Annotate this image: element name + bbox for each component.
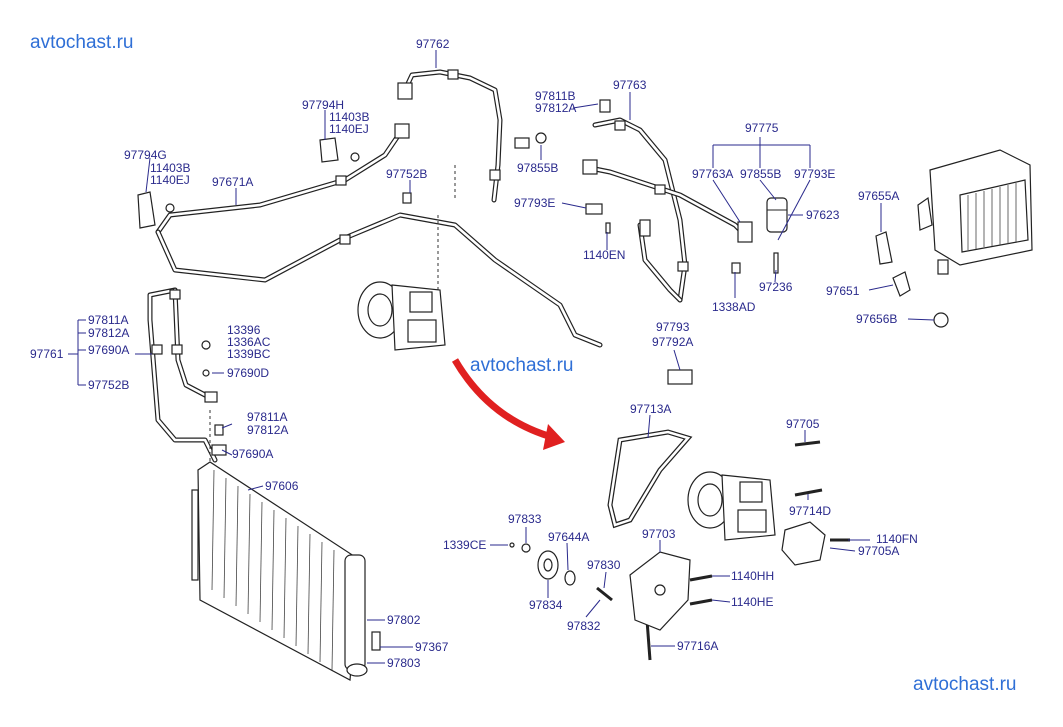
hose-clamps <box>151 69 689 355</box>
part-label: 97623 <box>806 208 840 222</box>
bracket-97703 <box>629 551 691 631</box>
hose-97762 <box>402 69 503 203</box>
compressor-upper <box>357 281 446 351</box>
part-label: 97793E <box>794 167 836 181</box>
part-label: 97752B <box>386 167 428 181</box>
part-label: 1140EN <box>583 248 626 262</box>
compressor-lower <box>687 471 776 541</box>
part-label: 97713A <box>630 402 672 416</box>
part-label: 1140HE <box>731 595 774 609</box>
part-label: 1140EJ <box>329 122 369 136</box>
part-label: 97811A <box>88 313 129 327</box>
part-label: 97793 <box>656 320 690 334</box>
part-label: 97794H <box>302 98 345 112</box>
idler-pulley <box>509 542 576 586</box>
condenser <box>191 461 381 681</box>
part-label: 11403B <box>150 161 191 175</box>
part-label: 97812A <box>535 101 577 115</box>
watermark-top-left: avtochast.ru <box>30 32 134 53</box>
bolts-lower <box>596 440 850 661</box>
part-label: 97651 <box>826 284 860 298</box>
part-label: 97775 <box>745 121 779 135</box>
part-label: 97656B <box>856 312 898 326</box>
part-label: 1140HH <box>731 569 775 583</box>
part-label: 13396 <box>227 323 261 337</box>
watermark-center: avtochast.ru <box>470 355 574 376</box>
part-label: 97761 <box>30 347 64 361</box>
part-label: 1339BC <box>227 347 271 361</box>
part-label: 97690D <box>227 366 270 380</box>
part-label: 97811A <box>247 410 288 424</box>
part-label: 97833 <box>508 512 542 526</box>
part-label: 1140EJ <box>150 173 190 187</box>
part-label: 97752B <box>88 378 130 392</box>
part-label: 97855B <box>740 167 782 181</box>
part-label: 97705 <box>786 417 820 431</box>
part-label: 97802 <box>387 613 421 627</box>
part-label: 97716A <box>677 639 719 653</box>
evaporator-unit <box>875 149 1033 328</box>
part-label: 97763A <box>692 167 734 181</box>
part-label: 97811B <box>535 89 576 103</box>
part-label: 97812A <box>88 326 130 340</box>
part-label: 1339CE <box>443 538 487 552</box>
part-label: 97606 <box>265 479 299 493</box>
part-label: 97830 <box>587 558 621 572</box>
part-label: 97763 <box>613 78 647 92</box>
part-label: 97762 <box>416 37 450 51</box>
part-label: 97832 <box>567 619 601 633</box>
part-label: 97655A <box>858 189 900 203</box>
hose-97763 <box>592 117 688 303</box>
drive-belt <box>607 429 693 529</box>
part-label: 97855B <box>517 161 559 175</box>
part-label: 97812A <box>247 423 289 437</box>
receiver-drier <box>766 197 788 274</box>
pipe-97761 <box>147 287 218 463</box>
pipe-97671A <box>155 127 405 235</box>
part-label: 97714D <box>789 504 832 518</box>
part-label: 97690A <box>232 447 274 461</box>
part-label: 1140FN <box>876 532 918 546</box>
bracket-97705A <box>781 521 826 566</box>
leader-lines <box>68 50 935 664</box>
part-label: 97834 <box>529 598 563 612</box>
small-fittings <box>137 82 753 456</box>
part-label: 97793E <box>514 196 556 210</box>
part-label: 97367 <box>415 640 449 654</box>
part-label: 97236 <box>759 280 793 294</box>
pipe-main-discharge <box>155 212 603 348</box>
part-label: 97703 <box>642 527 676 541</box>
part-label: 97705A <box>858 544 900 558</box>
part-label: 97794G <box>124 148 167 162</box>
part-label: 97803 <box>387 656 421 670</box>
watermark-bottom-right: avtochast.ru <box>913 674 1017 695</box>
pipe-97763A <box>587 165 748 303</box>
part-label: 97690A <box>88 343 130 357</box>
red-arrow <box>451 358 565 450</box>
part-label: 1338AD <box>712 300 756 314</box>
part-label: 11403B <box>329 110 370 124</box>
part-label: 97792A <box>652 335 694 349</box>
part-label: 97671A <box>212 175 254 189</box>
part-label: 1336AC <box>227 335 271 349</box>
part-label: 97644A <box>548 530 590 544</box>
